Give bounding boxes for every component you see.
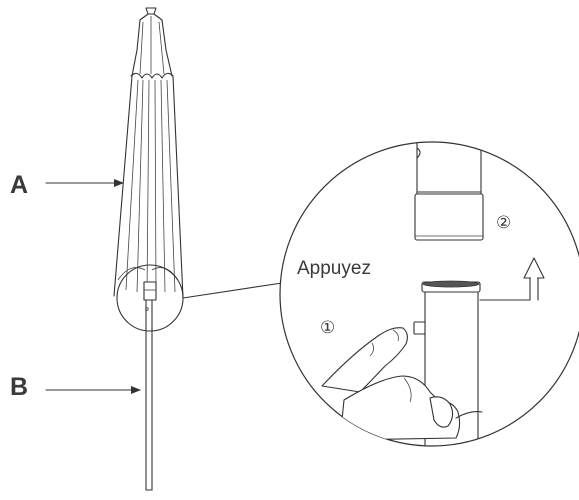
action-label: Appuyez: [297, 258, 371, 279]
umbrella-finial: [130, 7, 174, 79]
label-b: B: [10, 373, 28, 401]
umbrella-canopy: [113, 75, 184, 299]
pressing-hand: [321, 327, 483, 441]
zoom-detail: Appuyez ① ②: [279, 141, 579, 447]
label-a-group: A: [10, 171, 124, 199]
closed-umbrella: [113, 7, 184, 491]
release-button: [413, 321, 426, 335]
label-b-group: B: [10, 373, 141, 401]
lower-tube: [413, 280, 481, 446]
upper-tube: [414, 142, 484, 241]
label-a: A: [10, 171, 28, 199]
umbrella-pole: [145, 299, 153, 491]
zoom-connector-line: [182, 282, 283, 299]
lift-arrow-icon: [479, 257, 545, 301]
umbrella-runner: [143, 281, 157, 311]
step-1-marker: ①: [320, 318, 335, 337]
step-2-marker: ②: [496, 213, 511, 232]
